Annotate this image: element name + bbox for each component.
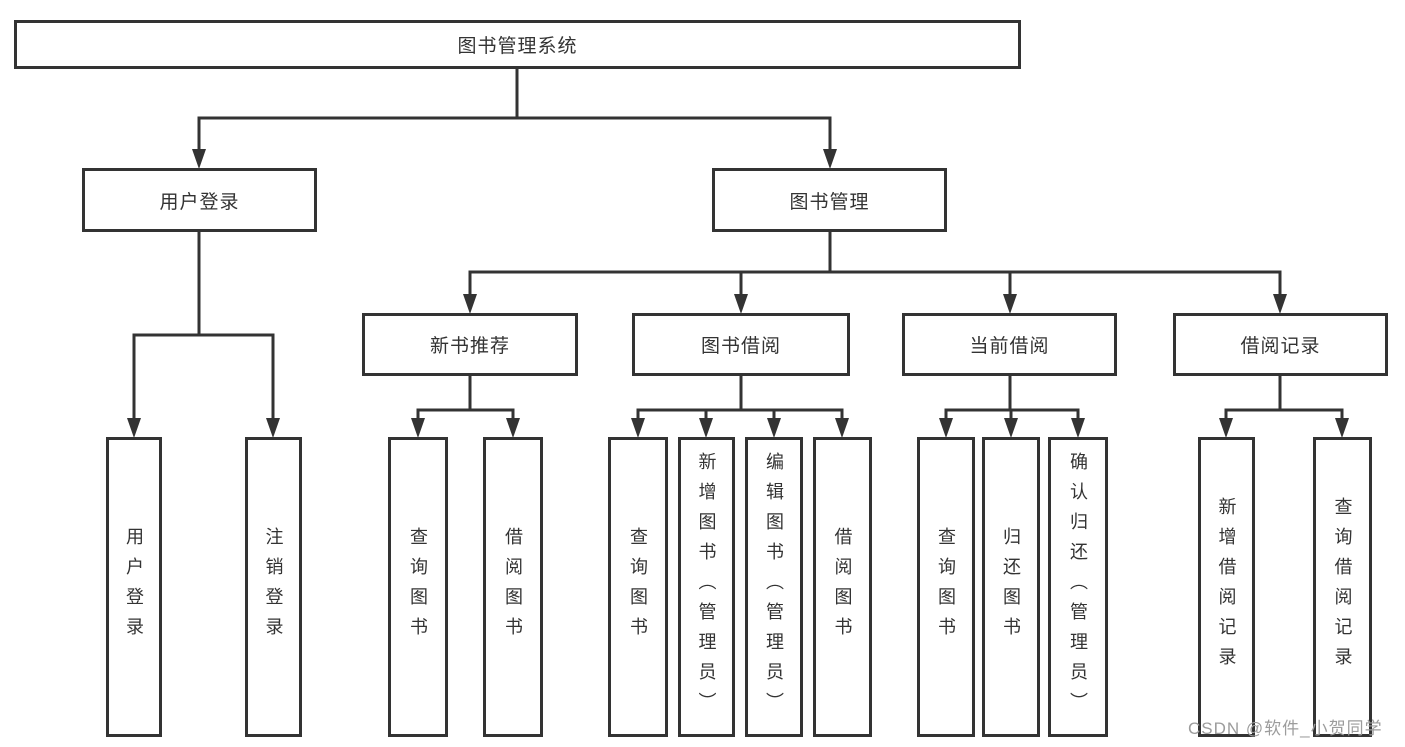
node-current-borrow: 当前借阅 xyxy=(902,313,1117,376)
node-root: 图书管理系统 xyxy=(14,20,1021,69)
leaf-add-borrow-record-label: 新增借阅记录 xyxy=(1216,497,1237,677)
node-book-borrow-label: 图书借阅 xyxy=(700,336,781,357)
arrowhead-icon xyxy=(127,418,141,438)
arrowhead-icon xyxy=(266,418,280,438)
arrowhead-icon xyxy=(1219,418,1233,438)
leaf-return-book-label: 归还图书 xyxy=(1001,527,1021,647)
arrowhead-icon xyxy=(1004,418,1018,438)
leaf-borrow-book-borrow: 借阅图书 xyxy=(813,437,872,737)
arrowhead-icon xyxy=(1071,418,1085,438)
arrowhead-icon xyxy=(835,418,849,438)
leaf-borrow-book-recommend-label: 借阅图书 xyxy=(503,527,523,647)
leaf-confirm-return-admin: 确认归还（管理员） xyxy=(1048,437,1108,737)
leaf-query-book-recommend-label: 查询图书 xyxy=(408,527,428,647)
leaf-user-login: 用户登录 xyxy=(106,437,162,737)
node-new-book-recommend-label: 新书推荐 xyxy=(429,336,510,357)
leaf-edit-book-admin-label: 编辑图书（管理员） xyxy=(764,452,784,722)
node-book-borrow: 图书借阅 xyxy=(632,313,850,376)
node-new-book-recommend: 新书推荐 xyxy=(362,313,578,376)
leaf-user-login-label: 用户登录 xyxy=(124,527,144,647)
arrowhead-icon xyxy=(192,149,206,169)
arrowhead-icon xyxy=(823,149,837,169)
leaf-add-book-admin: 新增图书（管理员） xyxy=(678,437,735,737)
arrowhead-icon xyxy=(699,418,713,438)
leaf-add-book-admin-label: 新增图书（管理员） xyxy=(696,452,717,722)
node-user-login-label: 用户登录 xyxy=(159,191,240,213)
node-root-label: 图书管理系统 xyxy=(457,36,578,57)
leaf-query-borrow-record: 查询借阅记录 xyxy=(1313,437,1372,737)
watermark: CSDN @软件_小贺同学 xyxy=(1188,719,1383,738)
leaf-logout: 注销登录 xyxy=(245,437,302,737)
arrowhead-icon xyxy=(463,294,477,314)
node-current-borrow-label: 当前借阅 xyxy=(969,336,1050,357)
leaf-logout-label: 注销登录 xyxy=(263,527,284,647)
leaf-edit-book-admin: 编辑图书（管理员） xyxy=(745,437,803,737)
node-book-management: 图书管理 xyxy=(712,168,947,232)
arrowhead-icon xyxy=(767,418,781,438)
leaf-add-borrow-record: 新增借阅记录 xyxy=(1198,437,1255,737)
leaf-query-book-recommend: 查询图书 xyxy=(388,437,448,737)
leaf-confirm-return-admin-label: 确认归还（管理员） xyxy=(1068,452,1088,722)
arrowhead-icon xyxy=(1273,294,1287,314)
leaf-borrow-book-borrow-label: 借阅图书 xyxy=(832,527,853,647)
leaf-borrow-book-recommend: 借阅图书 xyxy=(483,437,543,737)
arrowhead-icon xyxy=(1335,418,1349,438)
node-borrow-record-label: 借阅记录 xyxy=(1240,336,1321,357)
leaf-query-borrow-record-label: 查询借阅记录 xyxy=(1332,497,1353,677)
arrowhead-icon xyxy=(1003,294,1017,314)
leaf-query-book-borrow: 查询图书 xyxy=(608,437,668,737)
arrowhead-icon xyxy=(631,418,645,438)
leaf-return-book: 归还图书 xyxy=(982,437,1040,737)
leaf-query-book-current: 查询图书 xyxy=(917,437,975,737)
node-book-management-label: 图书管理 xyxy=(789,191,870,213)
leaf-query-book-borrow-label: 查询图书 xyxy=(628,527,648,647)
arrowhead-icon xyxy=(734,294,748,314)
node-user-login: 用户登录 xyxy=(82,168,317,232)
leaf-query-book-current-label: 查询图书 xyxy=(936,527,956,647)
arrowhead-icon xyxy=(411,418,425,438)
node-borrow-record: 借阅记录 xyxy=(1173,313,1388,376)
arrowhead-icon xyxy=(939,418,953,438)
arrowhead-icon xyxy=(506,418,520,438)
